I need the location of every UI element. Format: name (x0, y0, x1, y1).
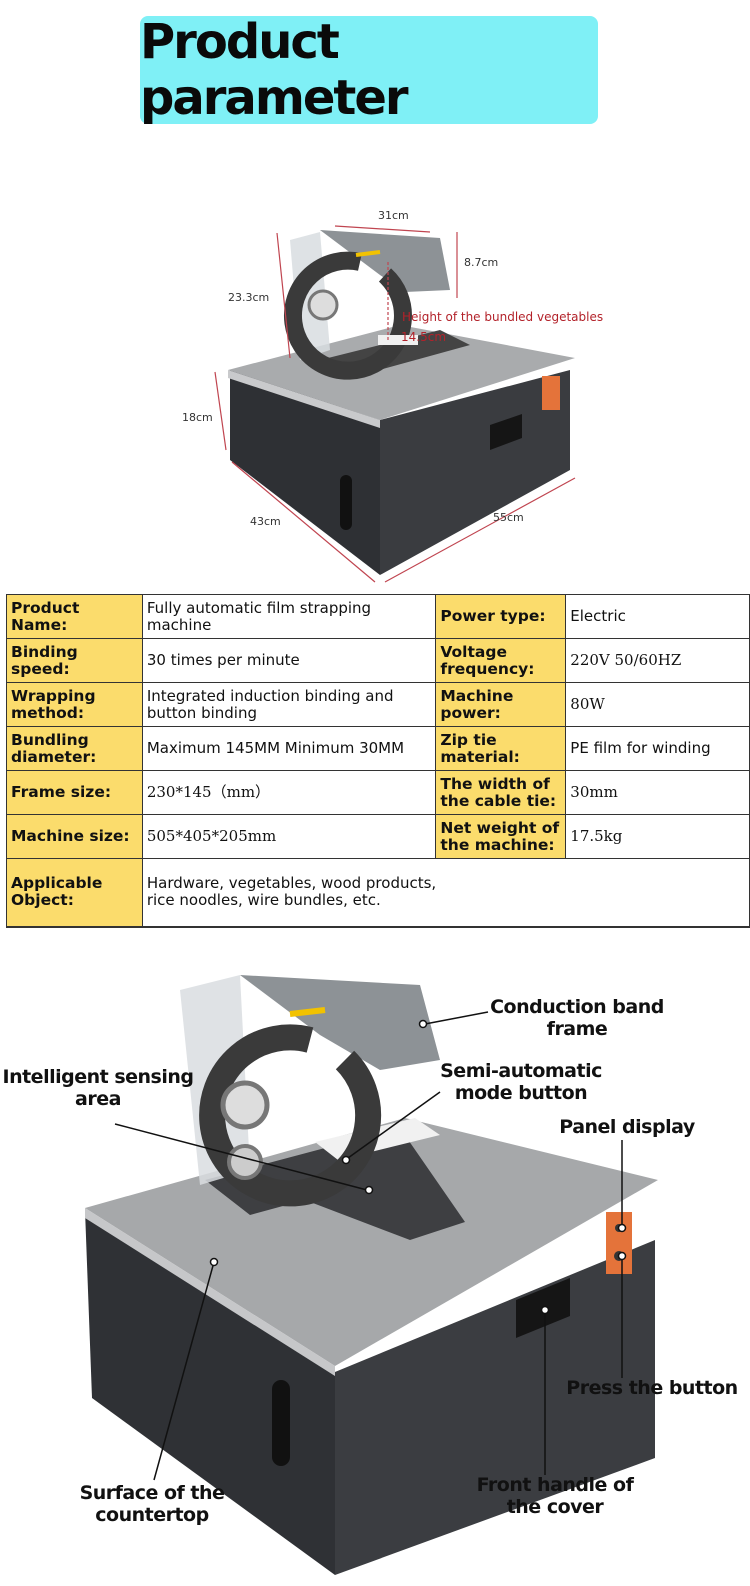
spec-key: Machine power: (435, 682, 567, 727)
table-row: Bundling diameter: Maximum 145MM Minimum… (6, 726, 750, 771)
spec-table: Product Name: Fully automatic film strap… (6, 594, 750, 928)
spec-value: 505*405*205mm (141, 814, 437, 859)
dim-length: 55cm (493, 511, 524, 524)
table-row: Frame size: 230*145（mm） The width of the… (6, 770, 750, 815)
spec-value: 30mm (565, 770, 750, 815)
spec-value: Hardware, vegetables, wood products, ric… (141, 858, 750, 928)
callout-front-handle: Front handle of the cover (476, 1474, 634, 1518)
spec-value: 30 times per minute (141, 638, 437, 683)
dim-base-height: 18cm (182, 411, 213, 424)
dim-bundle-height: 14.5cm (401, 330, 447, 344)
dimension-photo (0, 0, 750, 590)
spec-value: 220V 50/60HZ (565, 638, 750, 683)
callout-press-button: Press the button (566, 1377, 738, 1399)
spec-key: Power type: (435, 594, 567, 639)
dim-width-top: 31cm (378, 209, 409, 222)
spec-key: Frame size: (6, 770, 143, 815)
dim-bundle-label: Height of the bundled vegetables (402, 310, 604, 324)
dim-height-total: 23.3cm (228, 291, 270, 304)
spec-key: Machine size: (6, 814, 143, 859)
callout-conduction-band-frame: Conduction band frame (490, 996, 664, 1040)
spec-key: Applicable Object: (6, 858, 143, 928)
spec-key: Zip tie material: (435, 726, 567, 771)
spec-value: Integrated induction binding and button … (141, 682, 437, 727)
callout-countertop-surface: Surface of the countertop (79, 1482, 225, 1526)
dim-height-head: 8.7cm (464, 256, 499, 269)
callout-intelligent-sensing-area: Intelligent sensing area (2, 1066, 194, 1110)
spec-key: Binding speed: (6, 638, 143, 683)
dim-depth: 43cm (250, 515, 281, 528)
title-banner: Product parameter (140, 14, 598, 126)
spec-value: 230*145（mm） (141, 770, 437, 815)
spec-key: Voltage frequency: (435, 638, 567, 683)
spec-value: Fully automatic film strapping machine (141, 594, 437, 639)
spec-value: Electric (565, 594, 750, 639)
spec-key: The width of the cable tie: (435, 770, 567, 815)
callout-semi-automatic-button: Semi-automatic mode button (440, 1060, 602, 1104)
spec-key: Net weight of the machine: (435, 814, 567, 859)
table-row: Product Name: Fully automatic film strap… (6, 594, 750, 639)
spec-key: Product Name: (6, 594, 143, 639)
table-row: Binding speed: 30 times per minute Volta… (6, 638, 750, 683)
page-title: Product parameter (140, 14, 409, 126)
callout-panel-display: Panel display (559, 1116, 695, 1138)
table-row: Wrapping method: Integrated induction bi… (6, 682, 750, 727)
table-row: Machine size: 505*405*205mm Net weight o… (6, 814, 750, 859)
spec-value: PE film for winding (565, 726, 750, 771)
spec-value: 80W (565, 682, 750, 727)
spec-key: Bundling diameter: (6, 726, 143, 771)
table-row: Applicable Object: Hardware, vegetables,… (6, 858, 750, 928)
spec-value: Maximum 145MM Minimum 30MM (141, 726, 437, 771)
spec-key: Wrapping method: (6, 682, 143, 727)
